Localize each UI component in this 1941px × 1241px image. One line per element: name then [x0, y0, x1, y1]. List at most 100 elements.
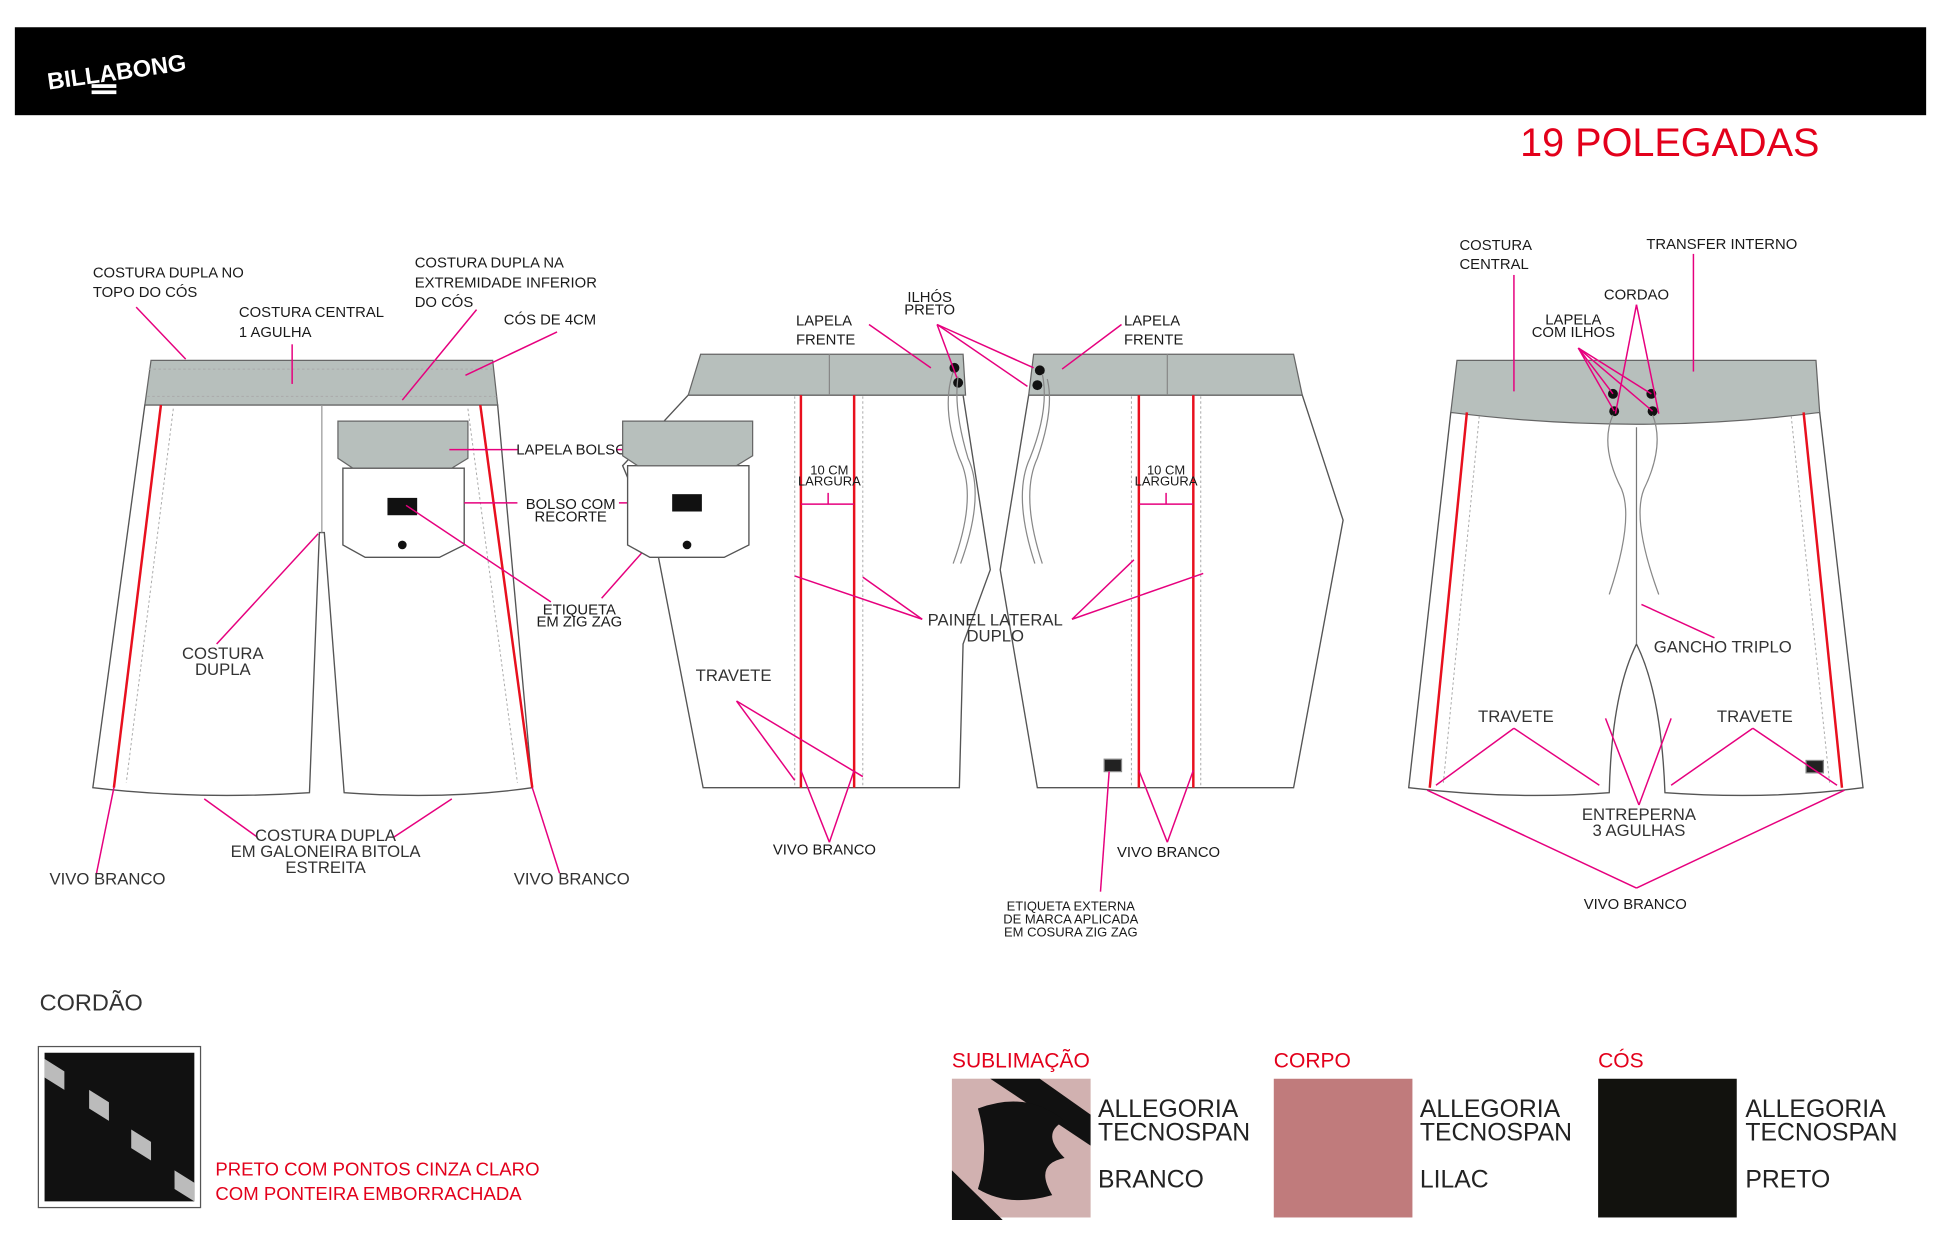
svg-text:LILAC: LILAC: [1420, 1167, 1489, 1194]
svg-text:PRETO: PRETO: [1745, 1167, 1830, 1194]
corpo-color-swatch: [1273, 1078, 1413, 1218]
label-line: TECNOSPAN: [1098, 1120, 1250, 1147]
label-line: TECNOSPAN: [1745, 1120, 1897, 1147]
label-line: EM ZIG ZAG: [536, 615, 622, 631]
svg-text:TRAVETE: TRAVETE: [696, 666, 772, 685]
back-view-drawing: [92, 359, 534, 797]
label-line: COSTURA: [1459, 238, 1532, 254]
label-line: ALLEGORIA: [1098, 1096, 1239, 1123]
label-line: BOLSO COM: [526, 497, 616, 513]
label-line: COSTURA CENTRAL: [239, 305, 384, 321]
svg-text:CORPO: CORPO: [1274, 1050, 1351, 1073]
eyelet-icon: [953, 377, 964, 388]
label-line: EM COSURA ZIG ZAG: [1004, 924, 1138, 939]
label-line: ALLEGORIA: [1745, 1096, 1886, 1123]
svg-text:VIVO BRANCO: VIVO BRANCO: [773, 843, 876, 859]
label-line: CENTRAL: [1459, 257, 1528, 273]
label-line: DUPLO: [966, 627, 1024, 646]
label-line: COSTURA DUPLA NA: [415, 256, 564, 272]
eyelet-icon: [1034, 365, 1045, 376]
pocket-button-icon: [397, 540, 407, 550]
header-bar: BILLABONG: [14, 27, 1927, 116]
pocket-label-icon: [672, 494, 702, 512]
svg-text:TRAVETE: TRAVETE: [1478, 707, 1554, 726]
label-line: ALLEGORIA: [1420, 1096, 1561, 1123]
label-line: PRETO COM PONTOS CINZA CLARO: [215, 1158, 539, 1179]
label-line: EM GALONEIRA BITOLA: [231, 842, 422, 861]
label-line: ETIQUETA: [543, 602, 616, 618]
label-line: LARGURA: [798, 473, 861, 488]
label-line: LAPELA: [1124, 314, 1180, 330]
label-line: TOPO DO CÓS: [93, 284, 198, 301]
svg-text:VIVO BRANCO: VIVO BRANCO: [1117, 845, 1220, 861]
eyelet-icon: [1032, 380, 1043, 391]
label-line: COSTURA DUPLA: [255, 826, 397, 845]
svg-text:VIVO BRANCO: VIVO BRANCO: [514, 869, 630, 888]
label-line: 10 CM: [1147, 462, 1185, 477]
svg-text:BRANCO: BRANCO: [1098, 1167, 1204, 1194]
svg-text:CORDAO: CORDAO: [1604, 288, 1669, 304]
front-view-labels: COSTURA CENTRAL TRANSFER INTERNO CORDAO L…: [1459, 237, 1797, 913]
label-line: COSTURA: [182, 644, 265, 663]
label-line: COSTURA DUPLA NO: [93, 265, 244, 281]
label-line: FRENTE: [796, 332, 855, 348]
pocket-label-icon: [387, 497, 418, 516]
svg-text:LAPELA BOLSO: LAPELA BOLSO: [516, 443, 627, 459]
pocket-button-icon: [682, 540, 692, 550]
svg-text:TRANSFER INTERNO: TRANSFER INTERNO: [1646, 237, 1797, 253]
label-line: TECNOSPAN: [1420, 1120, 1572, 1147]
front-view-drawing: [1407, 359, 1864, 797]
side-view-leaders: [735, 323, 1204, 892]
page-title: 19 POLEGADAS: [1520, 121, 1819, 165]
svg-text:CÓS: CÓS: [1598, 1050, 1644, 1073]
svg-text:CÓS DE 4CM: CÓS DE 4CM: [504, 311, 596, 328]
label-line: PRETO: [904, 303, 955, 319]
label-line: RECORTE: [535, 509, 607, 525]
label-line: FRENTE: [1124, 332, 1183, 348]
label-line: COM ILHOS: [1532, 325, 1615, 341]
label-line: PAINEL LATERAL: [928, 610, 1063, 629]
svg-text:SUBLIMAÇÃO: SUBLIMAÇÃO: [952, 1049, 1090, 1073]
label-line: LARGURA: [1135, 473, 1198, 488]
label-line: LAPELA: [1545, 312, 1601, 328]
label-line: DO CÓS: [415, 294, 474, 311]
label-line: ETIQUETA EXTERNA: [1007, 898, 1136, 913]
label-line: 1 AGULHA: [239, 325, 312, 341]
brand-patch-icon: [1103, 758, 1123, 773]
label-line: ENTREPERNA: [1582, 805, 1697, 824]
label-line: ILHÓS: [907, 289, 952, 306]
svg-text:VIVO BRANCO: VIVO BRANCO: [1584, 897, 1687, 913]
cordao-swatch: [37, 1045, 202, 1209]
sublimation-print-swatch: [951, 1078, 1091, 1220]
label-line: COM PONTEIRA EMBORRACHADA: [215, 1183, 522, 1204]
cos-color-swatch: [1598, 1078, 1737, 1218]
cordao-section: CORDÃO PRETO COM PONTOS CINZA CLARO COM P…: [37, 990, 540, 1209]
cordao-title: CORDÃO: [40, 990, 143, 1016]
front-view-leaders: [1426, 253, 1845, 889]
label-line: ESTREITA: [285, 858, 366, 877]
label-line: DE MARCA APLICADA: [1003, 911, 1138, 926]
label-line: 3 AGULHAS: [1593, 821, 1686, 840]
